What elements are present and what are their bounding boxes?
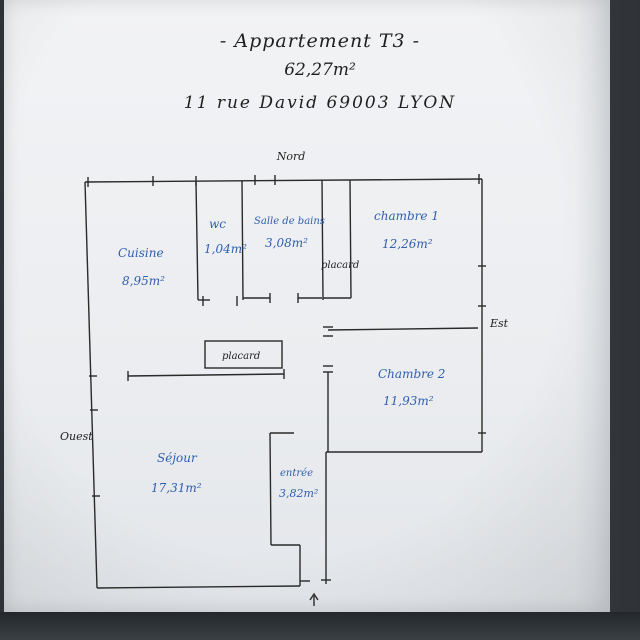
bedroom-walls — [323, 265, 486, 452]
address-line: 11 rue David 69003 LYON — [183, 93, 457, 113]
bathroom-closet-walls — [323, 179, 352, 299]
hall-closet-label: placard — [222, 351, 260, 362]
entrance-area: 3,82m² — [279, 487, 318, 500]
kitchen-name: Cuisine — [118, 246, 164, 260]
bathroom-name: Salle de bains — [254, 216, 325, 227]
hall-closet-walls — [127, 340, 285, 381]
east-label: Est — [489, 317, 509, 330]
total-surface: 62,27m² — [284, 60, 356, 80]
bedroom1-area: 12,26m² — [382, 237, 433, 251]
wc-area: 1,04m² — [204, 242, 247, 256]
living-name: Séjour — [157, 451, 198, 465]
screen-edge-glare — [575, 0, 610, 612]
north-label: Nord — [276, 150, 306, 163]
entrance-arrow-icon — [309, 592, 319, 606]
bathroom-area: 3,08m² — [265, 236, 308, 250]
plan-title: - Appartement T3 - — [219, 30, 421, 52]
bedroom1-name: chambre 1 — [374, 209, 439, 223]
bedroom2-area: 11,93m² — [383, 394, 434, 408]
outer-walls — [84, 178, 483, 589]
monitor-bottom-bezel — [0, 612, 640, 640]
bedroom2-name: Chambre 2 — [378, 367, 445, 381]
living-area: 17,31m² — [151, 481, 202, 495]
wc-walls — [195, 180, 244, 306]
monitor-screen — [4, 0, 610, 612]
wc-name: wc — [209, 217, 226, 231]
entrance-name: entrée — [280, 468, 313, 479]
kitchen-area: 8,95m² — [122, 274, 165, 288]
left-wall-ticks — [89, 375, 100, 497]
bathroom-closet-label: placard — [321, 260, 359, 271]
bathroom-walls — [243, 179, 324, 303]
west-label: Ouest — [60, 430, 93, 443]
entrance-walls — [269, 432, 331, 586]
